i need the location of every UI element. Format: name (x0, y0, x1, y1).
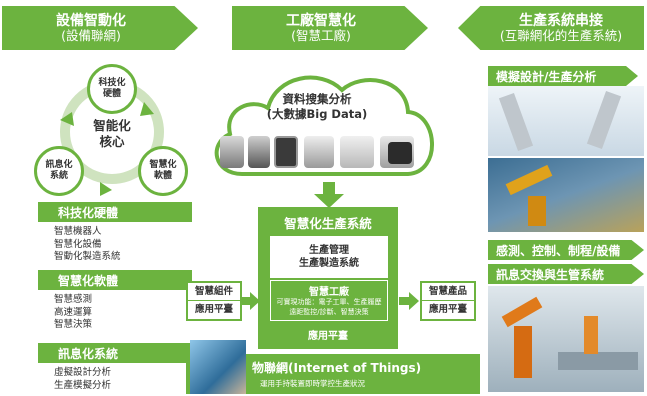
section-system-header: 訊息化系統 (38, 343, 192, 363)
system-platform-label: 應用平臺 (308, 331, 348, 342)
iot-title: 物聯網(Internet of Things) (252, 361, 422, 375)
cloud-title: 資料搜集分析 (282, 92, 352, 106)
smart-production-system (258, 207, 398, 349)
list-item: 智慧機器人 (54, 226, 102, 237)
cloud-label: 資料搜集分析 (大數據Big Data) (258, 92, 376, 122)
list-item: 生產模擬分析 (54, 379, 112, 391)
production-management-label: 生產管理 生產製造系統 (270, 244, 388, 270)
smart-component-title: 智慧組件 (188, 283, 240, 301)
device-robot-arm-image (304, 136, 334, 168)
production-management-line2: 生產製造系統 (299, 258, 359, 269)
header-arrow-production: 生產系統串接 (互聯網化的生產系統) (458, 6, 644, 50)
production-management-box (270, 236, 388, 278)
section-sensing-header: 感測、控制、制程/設備 (488, 240, 644, 260)
cycle-node-software-label: 智慧化 軟體 (149, 160, 177, 181)
cycle-node-software: 智慧化 軟體 (138, 146, 188, 196)
list-item: 虛擬設計分析 (54, 367, 112, 378)
smart-factory-title: 智慧工廠 (309, 287, 349, 298)
mobile-device-image (190, 340, 246, 394)
industrial-robot-image (488, 158, 644, 232)
device-controller-image (274, 136, 298, 168)
production-management-line1: 生產管理 (309, 245, 349, 256)
assembly-line-image (488, 286, 644, 392)
list-item: 智慧感測 (54, 294, 93, 305)
cycle-core: 智能化 核心 (93, 118, 131, 149)
list-item: 智慧化設備 (54, 238, 102, 250)
device-sensor2-image (248, 136, 270, 168)
device-plc-image (388, 142, 412, 164)
header-arrow-factory: 工廠智慧化 (智慧工廠) (232, 6, 428, 50)
header-equipment-subtitle: (設備聯網) (61, 27, 121, 43)
smart-production-title: 智慧化生產系統 (284, 216, 372, 231)
smart-component-box: 智慧組件 應用平臺 (186, 281, 242, 321)
section-hardware-list: 智慧機器人 智慧化設備 智動化製造系統 (54, 226, 121, 264)
header-factory-title: 工廠智慧化 (286, 12, 356, 29)
list-item: 高速運算 (54, 306, 93, 318)
cloud-subtitle: (大數據Big Data) (266, 106, 368, 121)
section-software-list: 智慧感測 高速運算 智慧決策 (54, 294, 92, 332)
list-item: 智慧決策 (54, 319, 93, 330)
smart-product-title: 智慧產品 (422, 283, 474, 301)
section-software-header: 智慧化軟體 (38, 270, 192, 290)
list-item: 智動化製造系統 (54, 251, 121, 262)
section-info-exchange-title: 訊息交換與生管系統 (496, 267, 605, 282)
section-hardware-header: 科技化硬體 (38, 202, 192, 222)
smart-product-box: 智慧產品 應用平臺 (420, 281, 476, 321)
iot-subtitle: 運用手持裝置即時掌控生產狀況 (260, 379, 365, 388)
header-equipment-title: 設備智動化 (56, 12, 126, 29)
cycle-node-system-label: 訊息化 系統 (45, 160, 73, 181)
device-machine-image (340, 136, 374, 168)
right-arrow-icon (399, 292, 419, 310)
device-sensor-image (220, 136, 244, 168)
intelligence-cycle: 科技化 硬體 訊息化 系統 智慧化 軟體 智能化 核心 (32, 62, 190, 196)
smart-component-platform: 應用平臺 (194, 304, 233, 315)
cycle-node-hardware: 科技化 硬體 (87, 64, 137, 114)
right-arrow-icon (242, 292, 260, 310)
header-production-title: 生產系統串接 (519, 12, 603, 29)
section-simulation-title: 模擬設計/生產分析 (496, 69, 597, 84)
section-software-title: 智慧化軟體 (58, 273, 119, 288)
smart-factory-description: 可實現功能：電子工單、生產履歷 遠距監控/診斷、智慧決策 (276, 298, 382, 316)
section-system-list: 虛擬設計分析 生產模擬分析 (54, 367, 111, 392)
smart-product-platform: 應用平臺 (428, 304, 467, 315)
robot-arms-image (488, 86, 644, 156)
cloud-shape (214, 75, 434, 176)
section-hardware-title: 科技化硬體 (58, 205, 119, 220)
section-info-exchange-header: 訊息交換與生管系統 (488, 264, 644, 284)
header-production-subtitle: (互聯網化的生產系統) (499, 27, 623, 43)
cycle-arrows (60, 102, 154, 196)
cycle-node-hardware-label: 科技化 硬體 (98, 78, 126, 99)
header-factory-subtitle: (智慧工廠) (291, 27, 351, 43)
header-arrow-equipment: 設備智動化 (設備聯網) (2, 6, 198, 50)
section-sensing-title: 感測、控制、制程/設備 (496, 243, 621, 258)
cycle-node-system: 訊息化 系統 (34, 146, 84, 196)
section-system-title: 訊息化系統 (58, 346, 119, 361)
smart-factory-box (270, 280, 388, 321)
down-arrow-icon (314, 182, 344, 208)
section-simulation-header: 模擬設計/生產分析 (488, 66, 638, 86)
